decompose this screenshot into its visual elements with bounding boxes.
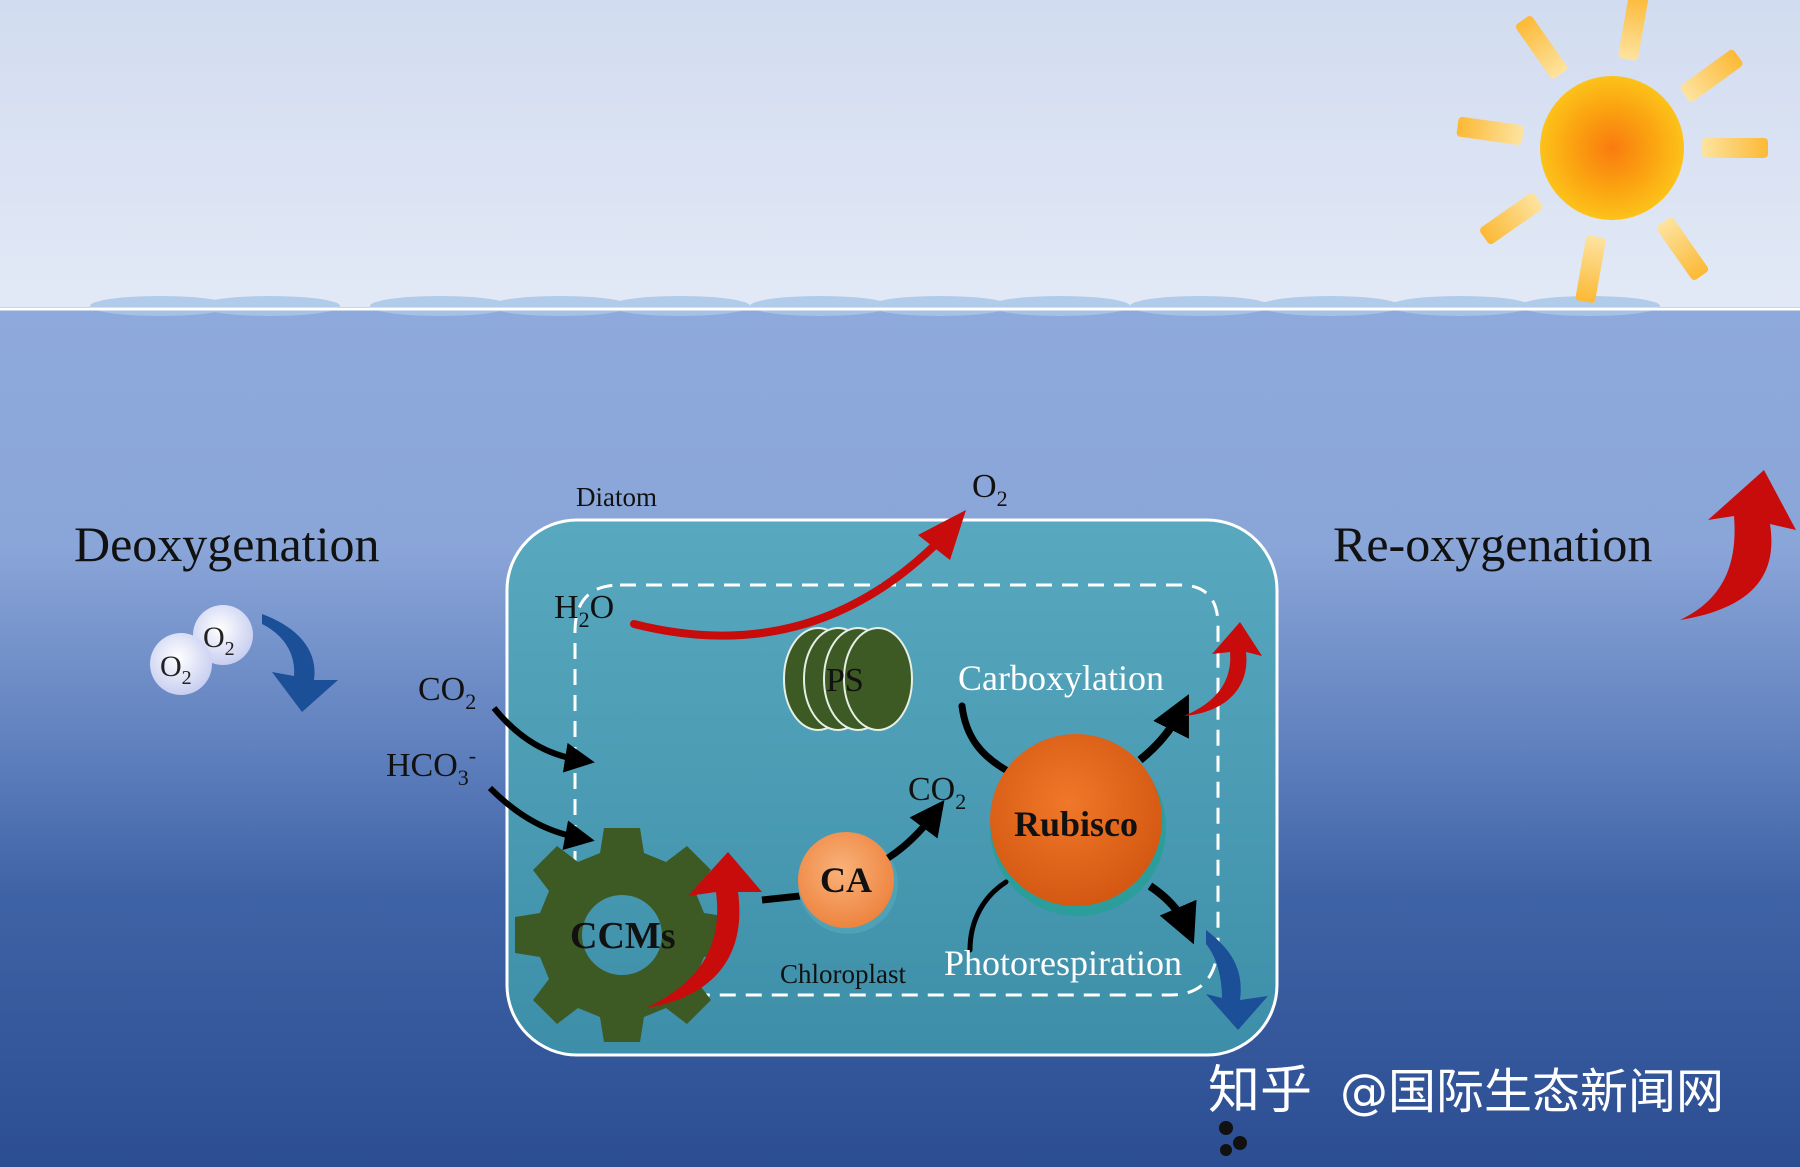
photorespiration-in-arc — [967, 879, 1009, 953]
sinking-particles — [1219, 1121, 1247, 1156]
carboxylation-red-up-arrow — [1184, 622, 1262, 716]
carboxylation-in-arc — [958, 702, 1010, 774]
sun-icon — [1456, 0, 1768, 303]
rubisco-enzyme — [990, 734, 1162, 906]
deoxygenation-label: Deoxygenation — [74, 516, 379, 572]
deoxygenation-down-arrow — [262, 614, 338, 712]
svg-text:O2: O2 — [203, 621, 235, 660]
photorespiration-blue-down-arrow — [1206, 930, 1268, 1030]
carboxylation-label: Carboxylation — [958, 658, 1164, 698]
carboxylation-out-arrow — [1137, 694, 1189, 764]
h2o-to-o2-arrow — [630, 536, 944, 640]
watermark-account: @国际生态新闻网 — [1340, 1064, 1724, 1120]
o2-bubbles: O2 O2 — [150, 605, 253, 695]
svg-text:O2: O2 — [160, 650, 192, 689]
ccms-gear-icon — [515, 828, 729, 1042]
hco3-label: HCO3- — [386, 743, 476, 790]
rubisco-label: Rubisco — [1014, 804, 1138, 844]
ccms-red-up-arrow — [646, 852, 762, 1008]
ca-enzyme — [798, 832, 894, 928]
watermark-platform: 知乎 — [1208, 1061, 1312, 1121]
hco3-uptake-arrow — [487, 785, 595, 850]
sea-waves — [90, 296, 1660, 316]
photosystem-stack: PS — [783, 627, 913, 731]
sky — [0, 0, 1800, 307]
o2-output-label: O2 — [972, 468, 1008, 511]
co2-inside-label: CO2 — [908, 771, 966, 814]
ccms-to-ca-connector — [761, 892, 801, 904]
reoxygenation-up-arrow — [1680, 470, 1796, 620]
photorespiration-out-arrow — [1147, 882, 1197, 945]
ps-label: PS — [826, 662, 864, 699]
co2-outside-label: CO2 — [418, 671, 476, 714]
ca-label: CA — [820, 860, 872, 900]
chloroplast-label: Chloroplast — [780, 959, 906, 989]
co2-uptake-arrow — [491, 706, 595, 773]
chloroplast-boundary — [573, 583, 1220, 997]
o2-bubble-lower — [150, 633, 212, 695]
diatom-label: Diatom — [576, 482, 657, 512]
h2o-to-o2-arrowhead — [918, 510, 966, 560]
ca-to-co2-arrow — [886, 800, 945, 861]
ccms-label: CCMs — [570, 915, 676, 957]
reoxygenation-label: Re-oxygenation — [1333, 516, 1652, 572]
photorespiration-label: Photorespiration — [944, 943, 1182, 983]
h2o-label: H2O — [554, 589, 614, 632]
